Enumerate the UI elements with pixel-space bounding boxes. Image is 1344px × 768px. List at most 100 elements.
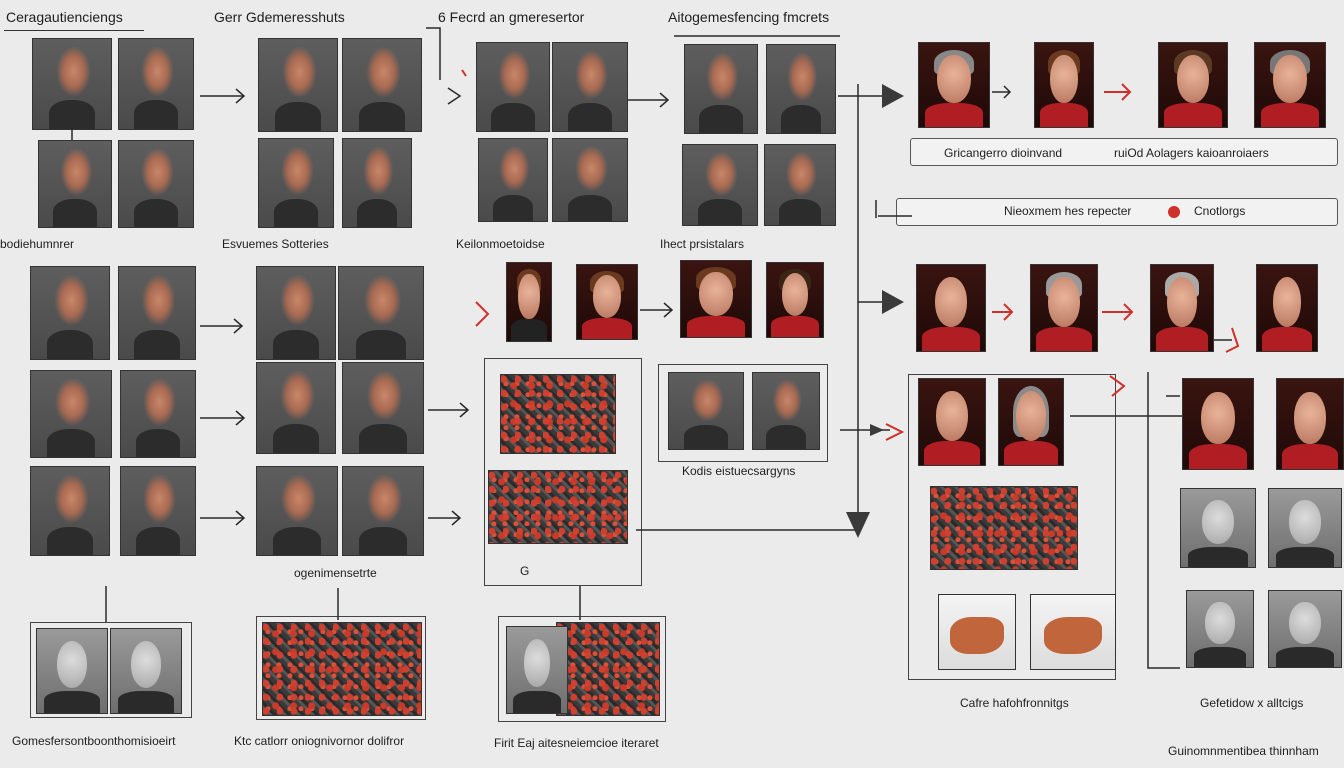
column-title-3: 6 Fecrd an gmeresertor: [438, 9, 585, 25]
connector-line: [1147, 372, 1180, 669]
portrait-tile: [1150, 264, 1214, 352]
portrait-tile: [30, 266, 110, 360]
portrait-tile: [120, 370, 196, 458]
arrowhead: [882, 290, 904, 314]
top-right-bar-right: ruiOd Aolagers kaioanroiaers: [1114, 146, 1269, 160]
red-arrow: [992, 303, 1014, 321]
warning-dot-icon: [1168, 206, 1180, 218]
c4-lower-frame: [658, 364, 828, 462]
portrait-tile: [684, 44, 758, 134]
portrait-tile: [342, 38, 422, 132]
portrait-tile: [1276, 378, 1344, 470]
hands-tile: [938, 594, 1016, 670]
red-arrow: [1102, 303, 1134, 321]
portrait-tile: [766, 262, 824, 338]
portrait-tile: [1180, 488, 1256, 568]
texture-tile: [262, 622, 422, 716]
portrait-tile: [118, 140, 194, 228]
portrait-tile: [1158, 42, 1228, 128]
portrait-tile: [258, 38, 338, 132]
portrait-tile: [256, 362, 336, 454]
portrait-tile: [576, 264, 638, 340]
portrait-tile: [30, 466, 110, 556]
texture-tile: [556, 622, 660, 716]
right-caption-b: Gefetidow x alltcigs: [1200, 696, 1304, 710]
portrait-tile: [1268, 488, 1342, 568]
portrait-tile: [680, 260, 752, 338]
portrait-tile: [1256, 264, 1318, 352]
portrait-tile: [36, 628, 108, 714]
top-right-caption-bar: [910, 138, 1338, 166]
portrait-tile: [506, 262, 552, 342]
texture-tile: [488, 470, 628, 544]
portrait-tile: [766, 44, 836, 134]
arrow: [200, 510, 246, 526]
portrait-tile: [1030, 264, 1098, 352]
bottom-frame-2: [256, 616, 426, 720]
hands-tile: [1030, 594, 1116, 670]
column-title-4: Aitogemesfencing fmcrets: [668, 9, 830, 25]
portrait-tile: [342, 138, 412, 228]
portrait-tile: [476, 42, 550, 132]
arrow: [428, 510, 462, 526]
arrow: [200, 88, 246, 104]
portrait-tile: [38, 140, 112, 228]
row-label-4: Ihect prsistalars: [660, 237, 745, 251]
mid-right-bar-left: Nieoxmem hes repecter: [1004, 204, 1132, 218]
bottom-caption-3: Firit Eaj aitesneiemcioe iteraret: [494, 736, 659, 750]
arrow: [628, 92, 670, 108]
arrow: [200, 410, 246, 426]
bottom-frame-3: [498, 616, 666, 722]
portrait-tile: [682, 144, 758, 226]
red-arrow: [475, 301, 490, 327]
portrait-tile: [918, 378, 986, 466]
portrait-tile: [342, 362, 424, 454]
portrait-tile: [1186, 590, 1254, 668]
right-caption-a: Cafre hafohfronnitgs: [960, 696, 1069, 710]
arrow: [640, 302, 674, 318]
portrait-tile: [256, 266, 336, 360]
portrait-tile: [32, 38, 112, 130]
bottom-caption-2: Ktc catlorr oniognivornor dolifror: [234, 734, 405, 748]
portrait-tile: [552, 42, 628, 132]
right-caption-c: Guinomnmentibea thinnham: [1168, 744, 1319, 758]
portrait-tile: [506, 626, 568, 714]
red-arrow: [1104, 83, 1132, 101]
portrait-tile: [258, 138, 334, 228]
arrowhead: [870, 424, 884, 436]
mid-right-bar-right: Cnotlorgs: [1194, 204, 1246, 218]
texture-panel-frame: [484, 358, 642, 586]
red-arrow: [1109, 375, 1126, 397]
portrait-tile: [1268, 590, 1342, 668]
texture-tile: [500, 374, 616, 454]
portrait-tile: [478, 138, 548, 222]
row-label-3: Keilonmoetoidse: [456, 237, 545, 251]
arrowhead: [882, 84, 904, 108]
portrait-tile: [342, 466, 424, 556]
row-label-1: bodiehumnrer: [0, 237, 75, 251]
connector-line: [426, 27, 441, 80]
portrait-tile: [668, 372, 744, 450]
portrait-tile: [338, 266, 424, 360]
arrow: [992, 85, 1012, 99]
mid-caption-c2: ogenimensetrte: [294, 566, 377, 580]
mid-right-caption-bar: [896, 198, 1338, 226]
top-right-bar-left: Gricangerro dioinvand: [944, 146, 1063, 160]
portrait-tile: [1034, 42, 1094, 128]
portrait-tile: [552, 138, 628, 222]
column-title-1: Ceragautienciengs: [6, 9, 123, 25]
bottom-caption-1: Gomesfersontboonthomisioeirt: [12, 734, 176, 748]
title-underline: [4, 30, 144, 31]
portrait-tile: [1182, 378, 1254, 470]
arrowhead: [846, 512, 870, 538]
red-arrow: [1225, 327, 1240, 353]
portrait-tile: [998, 378, 1064, 466]
row-label-2: Esvuemes Sotteries: [222, 237, 329, 251]
arrow: [447, 87, 462, 105]
portrait-tile: [110, 628, 182, 714]
portrait-tile: [764, 144, 836, 226]
portrait-tile: [752, 372, 820, 450]
c4-lower-caption: Kodis eistuecsargyns: [682, 464, 796, 478]
texture-tile: [930, 486, 1078, 570]
